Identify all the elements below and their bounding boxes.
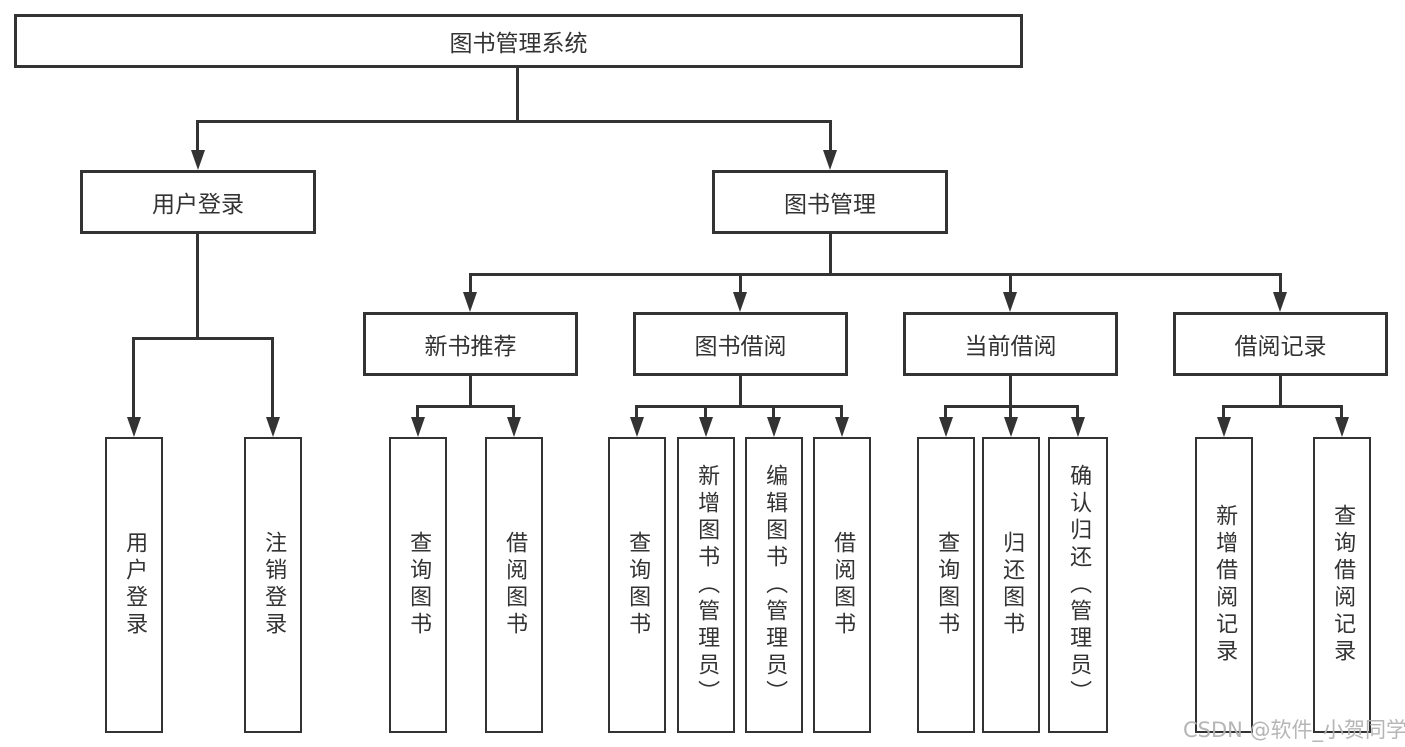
connector-stub: [635, 405, 638, 419]
node-label: 用户登录: [122, 531, 148, 639]
node-add-borrow-record: 新增借阅记录: [1195, 437, 1253, 733]
node-user-login: 用户登录: [80, 170, 316, 234]
node-user-login-action: 用户登录: [105, 437, 163, 733]
connector-stub: [944, 405, 947, 419]
node-query-books-borrowing: 查询图书: [608, 437, 666, 733]
node-logout-action: 注销登录: [244, 437, 302, 733]
node-borrow-books-borrowing: 借阅图书: [813, 437, 871, 733]
connector-stub: [829, 120, 832, 152]
connector-stub: [1076, 405, 1079, 419]
node-add-books-admin: 新增图书（管理员）: [677, 437, 735, 733]
node-label: 新增图书（管理员）: [694, 463, 720, 707]
arrowhead-down-icon: [1003, 292, 1017, 312]
connector-stub: [772, 405, 775, 419]
connector-stub: [132, 337, 135, 419]
node-label: 查询图书: [625, 531, 651, 639]
connector-vline: [1279, 376, 1282, 408]
node-label: 借阅记录: [1234, 334, 1327, 360]
node-label: 新增借阅记录: [1212, 504, 1238, 666]
node-label: 当前借阅: [964, 334, 1057, 360]
connector-stub: [1222, 405, 1225, 419]
node-label: 确认归还（管理员）: [1066, 463, 1092, 707]
node-new-book-recommendation: 新书推荐: [363, 312, 578, 376]
arrowhead-down-icon: [1335, 417, 1349, 437]
connector-stub: [840, 405, 843, 419]
connector-stub: [739, 273, 742, 294]
node-query-books-current: 查询图书: [917, 437, 975, 733]
arrowhead-down-icon: [1273, 292, 1287, 312]
arrowhead-down-icon: [630, 417, 644, 437]
connector-vline: [196, 234, 199, 340]
connector-stub: [1009, 273, 1012, 294]
connector-stub: [704, 405, 707, 419]
arrowhead-down-icon: [767, 417, 781, 437]
arrowhead-down-icon: [1004, 417, 1018, 437]
connector-stub: [1340, 405, 1343, 419]
node-query-borrow-record: 查询借阅记录: [1313, 437, 1371, 733]
arrowhead-down-icon: [939, 417, 953, 437]
connector-stub: [271, 337, 274, 419]
connector-vline: [516, 68, 519, 123]
node-label: 归还图书: [999, 531, 1025, 639]
node-current-borrowing: 当前借阅: [903, 312, 1118, 376]
node-label: 借阅图书: [502, 531, 528, 639]
arrowhead-down-icon: [507, 417, 521, 437]
connector-stub: [469, 273, 472, 294]
node-book-borrowing: 图书借阅: [633, 312, 848, 376]
connector-vline: [1009, 376, 1012, 408]
node-query-books-recommend: 查询图书: [389, 437, 447, 733]
node-confirm-return-admin: 确认归还（管理员）: [1048, 437, 1108, 733]
arrowhead-down-icon: [191, 150, 205, 170]
connector-stub: [1009, 405, 1012, 419]
arrowhead-down-icon: [699, 417, 713, 437]
node-label: 用户登录: [152, 192, 244, 218]
connector-vline: [469, 376, 472, 408]
node-label: 注销登录: [261, 531, 287, 639]
node-edit-books-admin: 编辑图书（管理员）: [745, 437, 803, 733]
node-label: 图书管理系统: [449, 31, 588, 57]
connector-hline: [416, 405, 515, 408]
arrowhead-down-icon: [823, 150, 837, 170]
node-label: 编辑图书（管理员）: [762, 463, 788, 707]
node-book-management: 图书管理: [712, 170, 948, 234]
connector-vline: [739, 376, 742, 408]
connector-hline: [1222, 405, 1343, 408]
connector-hline: [132, 337, 274, 340]
arrowhead-down-icon: [1217, 417, 1231, 437]
node-label: 查询借阅记录: [1330, 504, 1356, 666]
node-return-books: 归还图书: [982, 437, 1040, 733]
connector-hline: [635, 405, 843, 408]
arrowhead-down-icon: [1071, 417, 1085, 437]
node-label: 图书借阅: [694, 334, 787, 360]
connector-vline: [829, 234, 832, 276]
node-borrowing-records: 借阅记录: [1173, 312, 1388, 376]
node-library-management-system: 图书管理系统: [14, 14, 1023, 68]
node-label: 图书管理: [784, 192, 876, 218]
node-label: 借阅图书: [830, 531, 856, 639]
arrowhead-down-icon: [411, 417, 425, 437]
connector-hline: [469, 273, 1282, 276]
arrowhead-down-icon: [463, 292, 477, 312]
node-label: 查询图书: [934, 531, 960, 639]
arrowhead-down-icon: [127, 417, 141, 437]
arrowhead-down-icon: [733, 292, 747, 312]
node-label: 新书推荐: [424, 334, 517, 360]
arrowhead-down-icon: [266, 417, 280, 437]
arrowhead-down-icon: [835, 417, 849, 437]
node-borrow-books-recommend: 借阅图书: [485, 437, 543, 733]
node-label: 查询图书: [406, 531, 432, 639]
connector-hline: [196, 120, 832, 123]
watermark: CSDN @软件_小贺同学: [1183, 718, 1405, 742]
connector-stub: [512, 405, 515, 419]
connector-stub: [416, 405, 419, 419]
connector-stub: [196, 120, 199, 152]
connector-stub: [1279, 273, 1282, 294]
